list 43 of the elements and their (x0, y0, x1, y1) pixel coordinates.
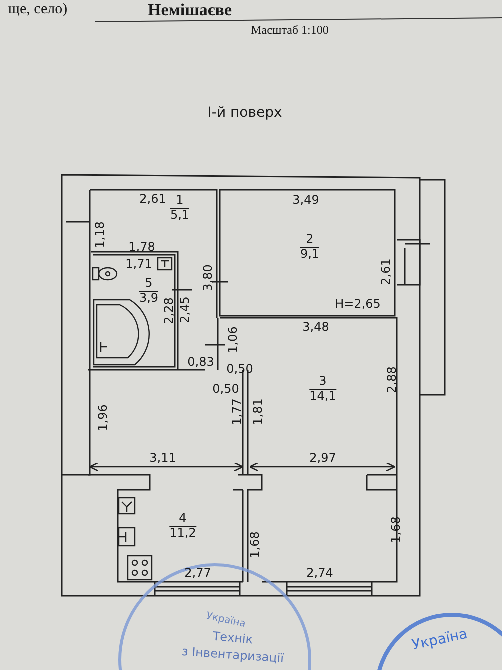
dimension-label: 1,18 (94, 222, 106, 248)
dimension-label: 2,77 (184, 567, 212, 579)
room-number: 4 (170, 512, 196, 527)
place-name: Немішаєве (148, 2, 232, 18)
room-number: 2 (300, 233, 320, 248)
dimension-label: 0,83 (188, 356, 214, 368)
room-area: 11,2 (170, 526, 196, 541)
dimension-label: 3,11 (150, 452, 176, 464)
stamp-text: Україна (205, 612, 247, 630)
dimension-label: 1,68 (249, 532, 261, 558)
dimension-label: 2,88 (386, 366, 398, 394)
dimension-label: 2,61 (380, 258, 392, 286)
room-number: 5 (139, 277, 159, 292)
dimension-label: 0,50 (226, 363, 254, 375)
dimension-label: 3,80 (202, 264, 214, 292)
stamp-text: Україна (411, 627, 469, 653)
scale-note: Масштаб 1:100 (251, 24, 329, 36)
stamp-text: Технік (212, 630, 254, 646)
dimension-label: 2,61 (140, 193, 166, 205)
dimension-label: 2,45 (179, 296, 191, 324)
room-area: 14,1 (310, 390, 336, 404)
dimension-label: 1,96 (97, 404, 109, 432)
room-area: 5,1 (170, 208, 190, 223)
dimension-label: 1,81 (252, 398, 264, 426)
dimension-label: 2,28 (163, 298, 175, 324)
dimension-label: 2,74 (306, 567, 334, 579)
location-label: ще, село) (8, 2, 68, 18)
dimension-label: 2,97 (310, 452, 336, 464)
room-number: 1 (170, 194, 190, 209)
dimension-label: 1,71 (126, 258, 152, 270)
dimension-label: 1,06 (227, 326, 239, 354)
room-number: 3 (310, 375, 336, 390)
stamp-text: з Інвентаризації (182, 645, 284, 665)
room-area: 9,1 (300, 248, 320, 262)
dimension-label: 1,78 (128, 241, 156, 253)
floor-title: І-й поверх (208, 106, 282, 120)
dimension-label: 0,50 (212, 383, 240, 395)
room-area: 3,9 (139, 292, 159, 306)
dimension-label: 3,48 (302, 321, 330, 333)
dimension-label: 1,68 (390, 516, 402, 544)
dimension-label: 1,77 (231, 398, 243, 426)
dimension-label: 3,49 (292, 194, 320, 206)
dimension-label: H=2,65 (335, 298, 381, 310)
